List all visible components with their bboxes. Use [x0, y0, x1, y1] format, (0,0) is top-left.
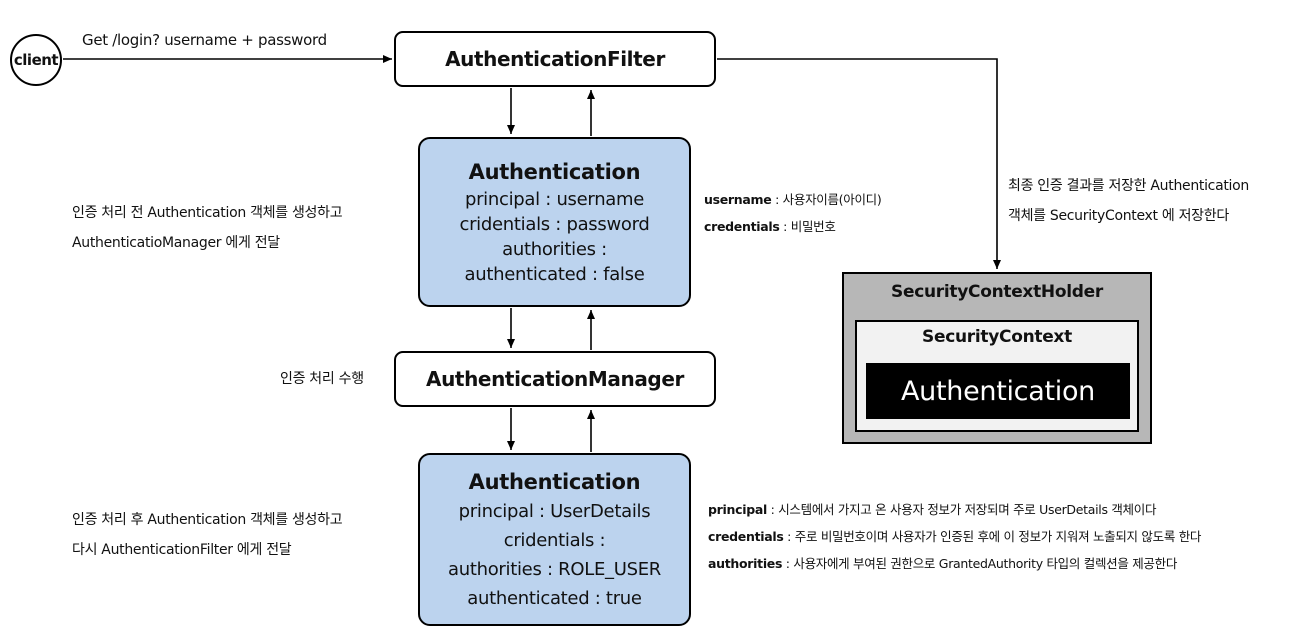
- holder-title: SecurityContextHolder: [891, 282, 1103, 302]
- field-desc: : 사용자에게 부여된 권한으로 GrantedAuthority 타입의 컬렉…: [782, 556, 1178, 571]
- auth-after-credentials: cridentials :: [503, 529, 606, 551]
- note-after-line-1: 인증 처리 후 Authentication 객체를 생성하고: [72, 512, 343, 528]
- field-key: authorities: [708, 556, 783, 571]
- manager-label: AuthenticationManager: [426, 367, 684, 391]
- note-before-line-2: AuthenticatioManager 에게 전달: [72, 235, 280, 251]
- note-before-line-1: 인증 처리 전 Authentication 객체를 생성하고: [72, 205, 343, 221]
- auth-before-title: Authentication: [468, 160, 641, 184]
- filter-label: AuthenticationFilter: [445, 47, 665, 71]
- field-key: username: [704, 192, 772, 207]
- stored-authentication-label: Authentication: [900, 375, 1095, 407]
- note-save: 최종 인증 결과를 저장한 Authentication 객체를 Securit…: [1008, 171, 1249, 231]
- note-after-line-2: 다시 AuthenticationFilter 에게 전달: [72, 542, 292, 558]
- field-desc: : 주로 비밀번호이며 사용자가 인증된 후에 이 정보가 지워져 노출되지 않…: [783, 529, 1202, 544]
- context-title: SecurityContext: [922, 327, 1072, 347]
- authentication-filter-box: AuthenticationFilter: [394, 31, 716, 87]
- field-desc-before: username : 사용자이름(아이디) credentials : 비밀번호: [704, 186, 882, 240]
- auth-before-authorities: authorities :: [502, 239, 607, 260]
- field-desc-after: principal : 시스템에서 가지고 온 사용자 정보가 저장되며 주로 …: [708, 496, 1201, 577]
- field-key: credentials: [704, 219, 780, 234]
- client-node: client: [10, 34, 62, 86]
- field-key: principal: [708, 502, 767, 517]
- field-desc-credentials: credentials : 비밀번호: [704, 213, 881, 240]
- auth-before-principal: principal : username: [464, 189, 645, 210]
- auth-after-authenticated: authenticated : true: [467, 587, 642, 609]
- authentication-after-box: Authentication principal : UserDetails c…: [418, 453, 691, 626]
- client-label: client: [13, 51, 59, 69]
- auth-before-credentials: cridentials : password: [459, 214, 650, 235]
- authentication-before-box: Authentication principal : username crid…: [418, 137, 691, 307]
- stored-authentication: Authentication: [866, 363, 1130, 419]
- field-desc-credentials: credentials : 주로 비밀번호이며 사용자가 인증된 후에 이 정보…: [708, 523, 1201, 550]
- field-desc-authorities: authorities : 사용자에게 부여된 권한으로 GrantedAuth…: [708, 550, 1201, 577]
- auth-after-principal: principal : UserDetails: [458, 500, 651, 522]
- field-desc-principal: principal : 시스템에서 가지고 온 사용자 정보가 저장되며 주로 …: [708, 496, 1201, 523]
- field-key: credentials: [708, 529, 784, 544]
- note-perform: 인증 처리 수행: [280, 371, 364, 387]
- note-save-line-2: 객체를 SecurityContext 에 저장한다: [1008, 208, 1229, 224]
- note-after: 인증 처리 후 Authentication 객체를 생성하고 다시 Authe…: [72, 505, 343, 565]
- auth-before-authenticated: authenticated : false: [464, 264, 645, 285]
- note-save-line-1: 최종 인증 결과를 저장한 Authentication: [1008, 178, 1249, 194]
- auth-after-title: Authentication: [468, 469, 641, 494]
- auth-after-authorities: authorities : ROLE_USER: [448, 558, 661, 580]
- field-desc: : 비밀번호: [779, 219, 836, 234]
- field-desc: : 사용자이름(아이디): [771, 192, 882, 207]
- field-desc-username: username : 사용자이름(아이디): [704, 186, 882, 213]
- request-label: Get /login? username + password: [82, 31, 327, 49]
- arrow-filter-to-holder: [717, 58, 1001, 269]
- authentication-manager-box: AuthenticationManager: [394, 351, 716, 407]
- note-before: 인증 처리 전 Authentication 객체를 생성하고 Authenti…: [72, 198, 343, 258]
- field-desc: : 시스템에서 가지고 온 사용자 정보가 저장되며 주로 UserDetail…: [766, 502, 1157, 517]
